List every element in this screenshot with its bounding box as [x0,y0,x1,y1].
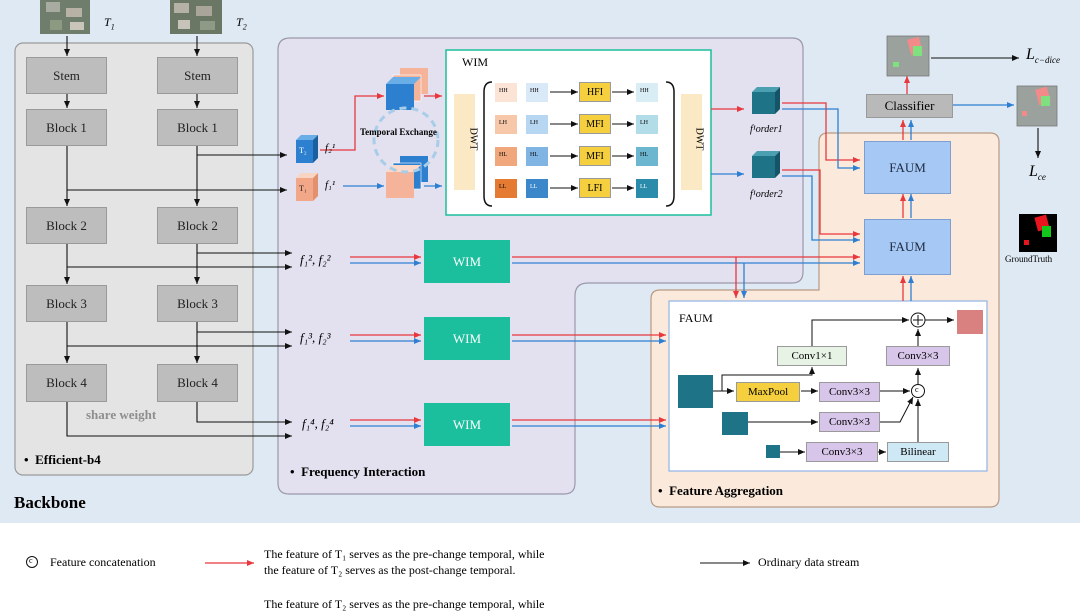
conv3x3-block-mid: Conv3×3 [819,382,880,402]
block2-right: Block 2 [157,207,238,244]
loss-ce-label: Lce [1029,163,1046,183]
wim-block-2: WIM [424,240,510,283]
band-hh-out: HH [640,88,649,94]
stem-right: Stem [157,57,238,94]
band-hh-t1: HH [499,88,508,94]
band-ll-t2: LL [530,184,538,190]
lfi-block: LFI [579,178,611,198]
wim-detail-title: WIM [462,55,488,69]
backbone-arrows [64,36,292,439]
cube-t1 [296,173,318,201]
band-hl-t1: HL [499,152,507,158]
pair4-label: f₁⁴, f₂⁴ [302,416,334,431]
wim-bands [495,83,658,198]
t2-image [170,0,222,34]
faum-detail-title: FAUM [679,311,713,325]
cube-t1-label: T₁ [299,184,307,193]
classifier-block: Classifier [866,94,953,118]
exchange-stack-bottom [386,156,428,198]
share-weight-label: share weight [86,407,157,422]
dwt-left-label: DWT [467,127,479,151]
faum-block-upper: FAUM [864,141,951,194]
pair2-label: f₁², f₂² [300,252,331,267]
pair3-label: f₁³, f₂³ [300,330,331,345]
dwt-right [681,94,702,190]
conv3x3-block-bottom: Conv3×3 [806,442,878,462]
dwt-right-label: DWT [693,127,705,151]
block3-left: Block 3 [26,285,107,322]
mfi-block-1: MFI [579,114,611,134]
bilinear-block: Bilinear [887,442,949,462]
concat-node-label: c [915,385,919,394]
wim-detail-box [445,49,712,216]
temporal-exchange-label: Temporal Exchange [360,127,437,137]
wim-block-4: WIM [424,403,510,446]
band-lh-t2: LH [530,120,538,126]
order1-label: f¹order1 [750,124,783,135]
conv1x1-block: Conv1×1 [777,346,847,366]
loss-dice-label: Lc−dice [1026,46,1060,66]
block1-left: Block 1 [26,109,107,146]
conv3x3-block-low: Conv3×3 [819,412,880,432]
band-ll-out: LL [640,184,648,190]
aggregation-section-label: • Feature Aggregation [658,483,784,498]
stem-left: Stem [26,57,107,94]
block4-right: Block 4 [157,364,238,402]
legend-concat-glyph: c [29,556,33,565]
conv3x3-block-top: Conv3×3 [886,346,950,366]
band-lh-t1: LH [499,120,507,126]
hfi-block: HFI [579,82,611,102]
band-hl-t2: HL [530,152,538,158]
exchange-cycle [372,106,440,174]
dwt-left [454,94,475,190]
ground-truth-label: GroundTruth [1005,254,1053,264]
order2-label: f¹order2 [750,189,783,200]
block1-right: Block 1 [157,109,238,146]
mfi-block-2: MFI [579,146,611,166]
legend-concat-symbol [26,556,38,568]
f1-1-label: f₁¹ [325,179,336,191]
backbone-label: Backbone [14,493,86,512]
wim-block-3: WIM [424,317,510,360]
legend-black-label: Ordinary data stream [758,555,860,569]
ground-truth-map [1019,214,1057,252]
block4-left: Block 4 [26,364,107,402]
prediction-map-right [1016,85,1058,127]
band-ll-t1: LL [499,184,507,190]
band-hh-t2: HH [530,88,539,94]
cube-t2-label: T₂ [299,146,307,155]
block2-left: Block 2 [26,207,107,244]
prediction-map-top [886,35,930,77]
legend-concat-label: Feature concatenation [50,555,156,569]
cube-t2 [296,135,318,163]
efficient-section-label: • Efficient-b4 [24,452,101,467]
t2-label: T2 [236,15,247,32]
legend-red-line1: The feature of T₁ serves as the pre-chan… [264,547,545,561]
frequency-section-label: • Frequency Interaction [290,464,426,479]
band-hl-out: HL [640,152,648,158]
block3-right: Block 3 [157,285,238,322]
faum-detail-shapes [678,310,983,458]
legend-red-line2: the feature of T₂ serves as the post-cha… [264,563,516,577]
order2-cube [752,151,780,178]
t1-label: T1 [104,15,115,32]
order1-cube [752,87,780,114]
f2-1-label: f₂¹ [325,142,336,154]
t1-image [40,0,90,34]
faum-block-lower: FAUM [864,219,951,275]
exchange-stack-top [386,68,428,110]
maxpool-block: MaxPool [736,382,800,402]
legend-blue-partial: The feature of T₂ serves as the pre-chan… [264,597,545,611]
band-lh-out: LH [640,120,648,126]
